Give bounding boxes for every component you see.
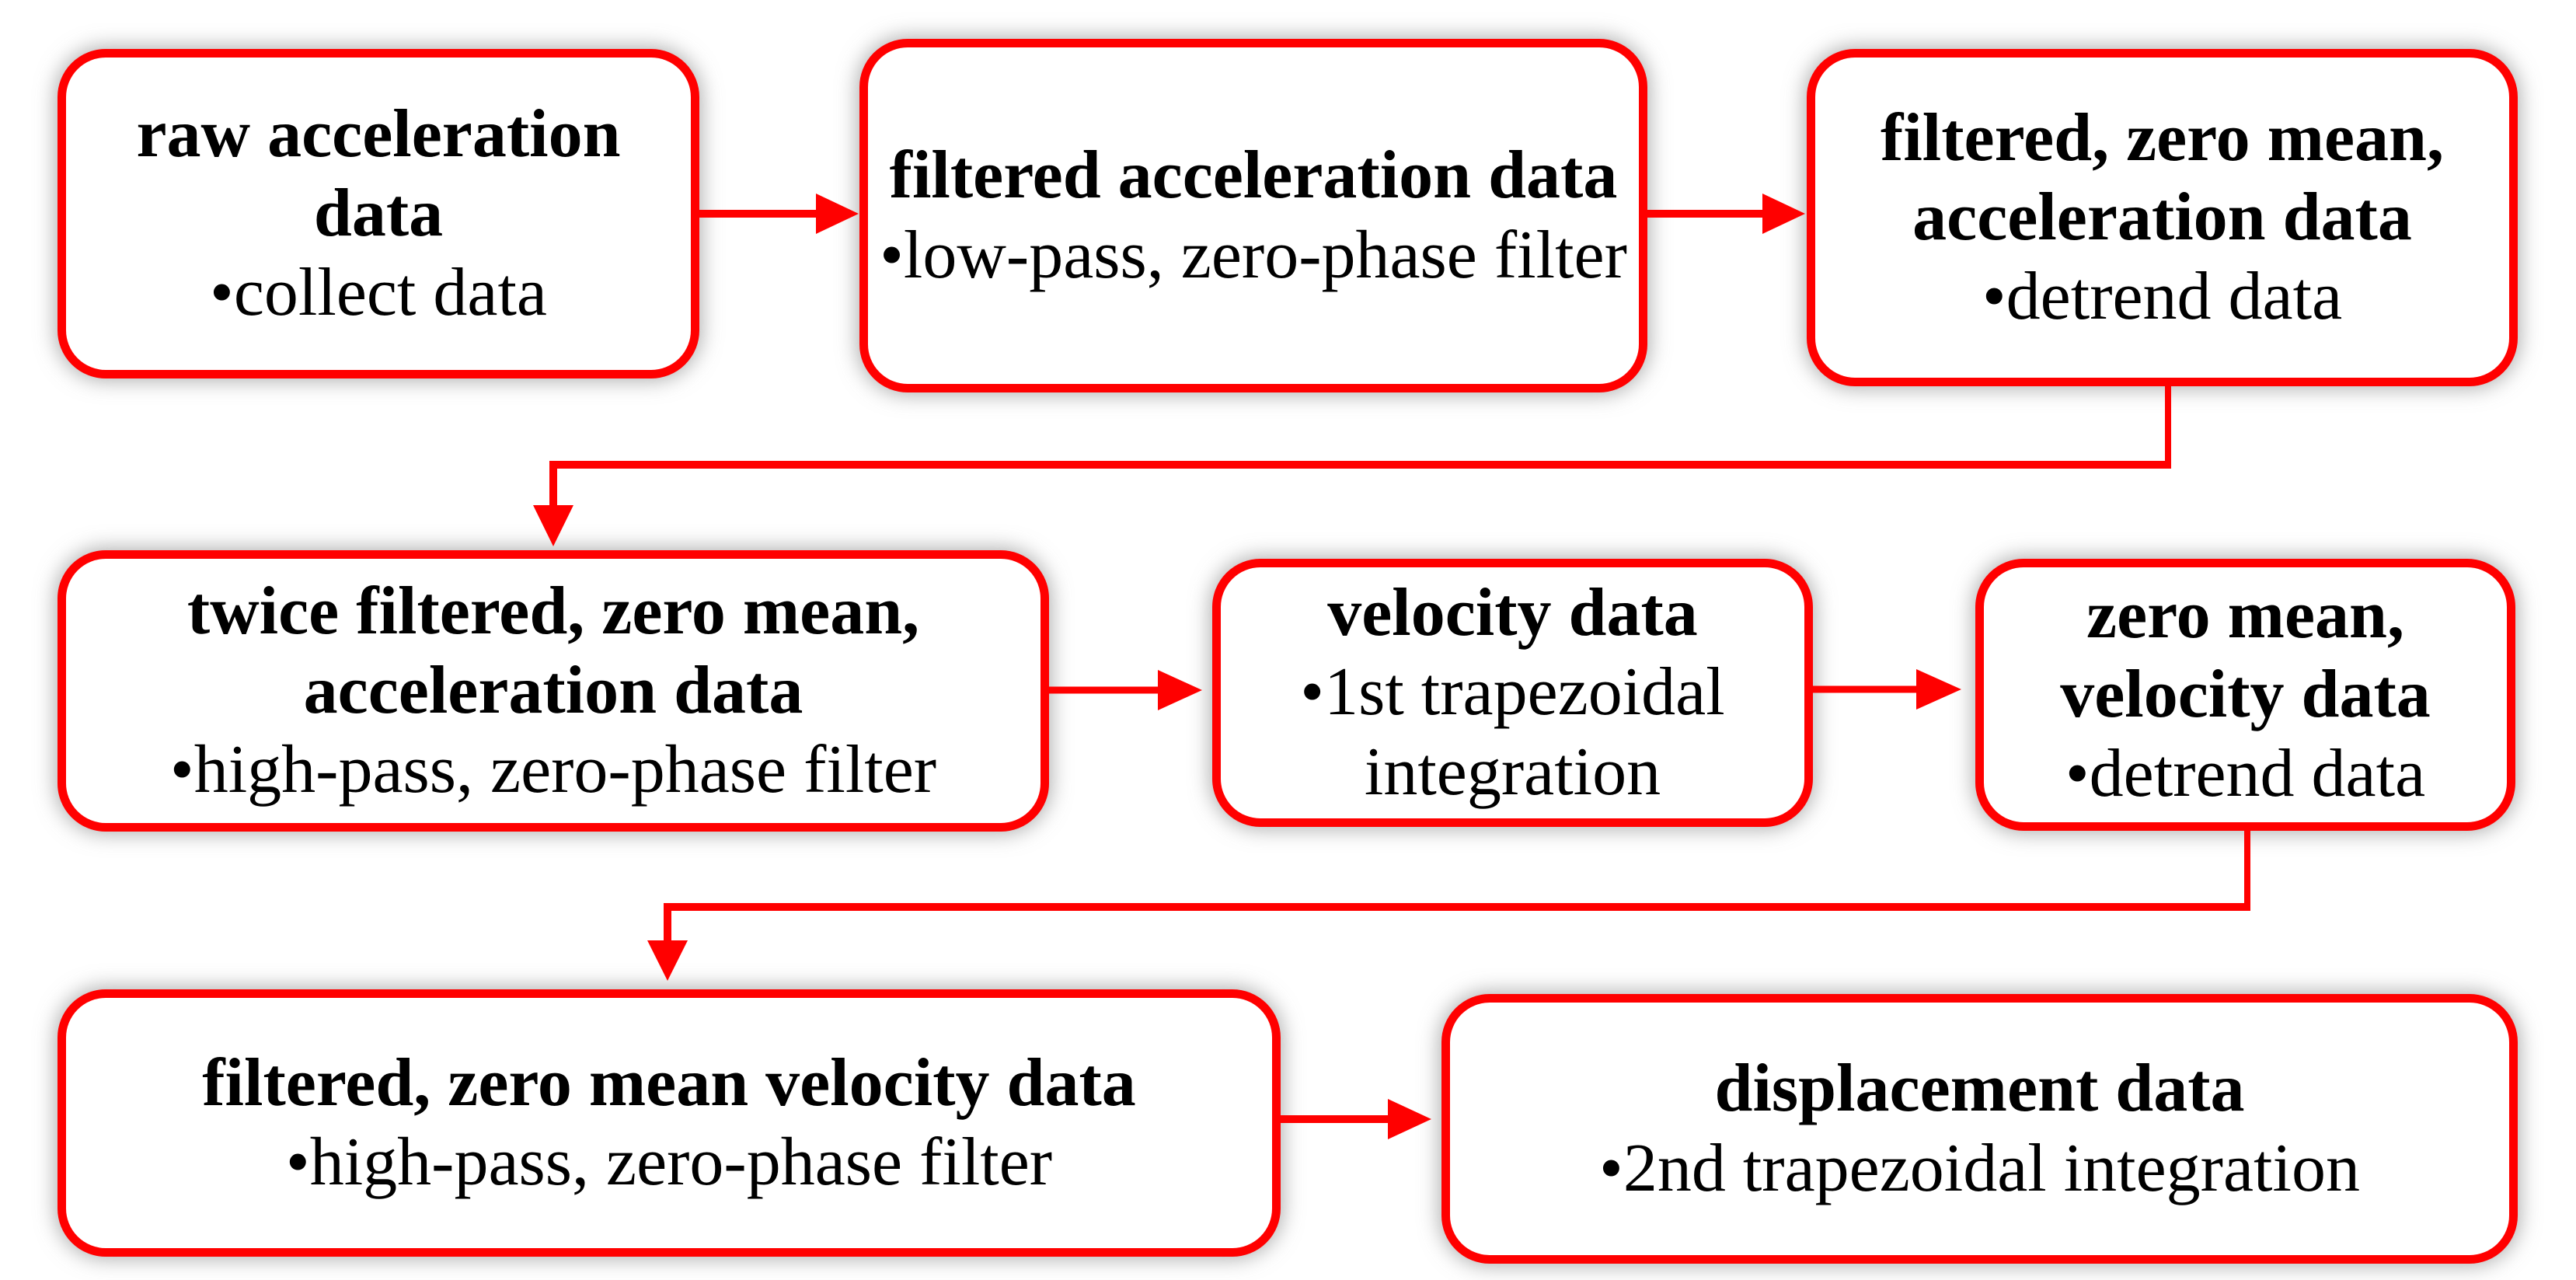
flow-box-velocity-data: velocity data •1st trapezoidal integrati… [1212,559,1813,827]
arrow-2-3-head [1762,194,1805,234]
flow-box-zero-mean-velocity-data: zero mean, velocity data •detrend data [1975,559,2515,831]
arrow-1-2-head [816,194,859,234]
arrow-4-5-head [1158,670,1202,710]
flow-box-filtered-zero-mean-velocity-data: filtered, zero mean velocity data •high-… [58,989,1281,1257]
arrow-7-8-head [1388,1099,1431,1139]
flow-box-twice-filtered-zero-mean-acceleration-data: twice filtered, zero mean, acceleration … [58,550,1049,832]
flow-box-displacement-data: displacement data •2nd trapezoidal integ… [1441,994,2518,1264]
arrow-5-6-head [1916,669,1961,710]
box-title: twice filtered, zero mean, acceleration … [186,573,920,728]
flow-box-raw-acceleration-data: raw acceleration data •collect data [58,49,699,378]
box-title: zero mean, velocity data [2060,577,2431,732]
connector-6-7-head [647,940,688,981]
flow-box-filtered-zero-mean-acceleration-data: filtered, zero mean, acceleration data •… [1807,49,2518,386]
box-title: displacement data [1714,1051,2245,1127]
box-title: velocity data [1327,575,1698,651]
box-bullet: •1st trapezoidal integration [1300,654,1725,810]
box-title: filtered, zero mean velocity data [202,1045,1136,1121]
box-bullet: •detrend data [1982,259,2343,335]
box-bullet: •2nd trapezoidal integration [1599,1130,2360,1206]
box-bullet: •high-pass, zero-phase filter [285,1125,1053,1200]
box-title: raw acceleration data [136,96,621,251]
box-bullet: •detrend data [2065,736,2426,812]
box-bullet: •high-pass, zero-phase filter [169,732,937,808]
flow-box-filtered-acceleration-data: filtered acceleration data •low-pass, ze… [859,39,1647,392]
box-bullet: •low-pass, zero-phase filter [880,217,1627,293]
box-bullet: •collect data [210,255,547,331]
box-title: filtered acceleration data [889,138,1618,214]
connector-3-4-head [533,505,573,546]
box-title: filtered, zero mean, acceleration data [1881,99,2444,255]
